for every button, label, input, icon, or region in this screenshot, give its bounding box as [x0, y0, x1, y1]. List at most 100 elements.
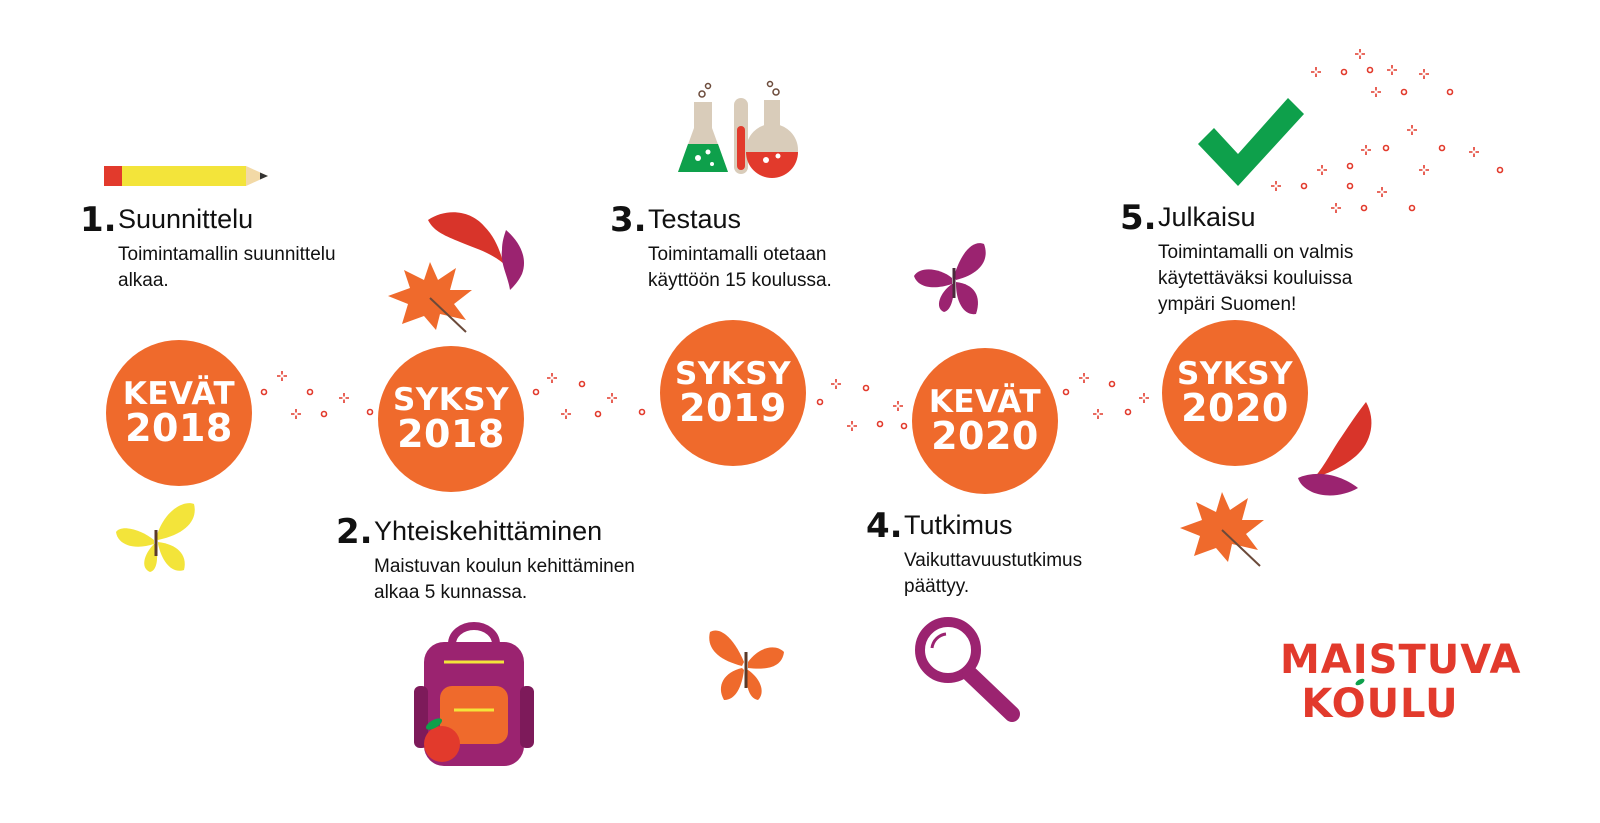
milestone-year: 2019 — [679, 385, 787, 430]
logo-line2: KOULU — [1301, 681, 1459, 727]
magnifier-icon — [915, 617, 1020, 722]
sparkle-mark — [1355, 49, 1365, 59]
sparkle-mark — [831, 379, 841, 389]
leaf-icon — [1298, 473, 1358, 496]
dot-mark — [366, 408, 374, 416]
sparkle-mark — [1139, 393, 1149, 403]
milestone-season: SYKSY — [1176, 356, 1294, 393]
milestone-circle: KEVÄT 2018 — [106, 340, 252, 486]
leaf-icon — [1180, 492, 1264, 567]
sparkle-mark — [847, 421, 857, 431]
dot-mark — [1346, 182, 1354, 190]
step-number: 4. — [866, 506, 903, 546]
step-title: Tutkimus — [904, 510, 1013, 540]
dot-mark — [1300, 182, 1308, 190]
dot-mark — [1340, 68, 1348, 76]
dot-mark — [320, 410, 328, 418]
sparkle-mark — [1311, 67, 1321, 77]
sparkle-mark — [561, 409, 571, 419]
dot-mark — [816, 398, 824, 406]
butterfly-icon — [914, 243, 986, 315]
step-number: 5. — [1120, 198, 1157, 238]
pencil-icon — [104, 166, 268, 186]
sparkle-mark — [1317, 165, 1327, 175]
logo-line1: MAISTUVA — [1280, 637, 1522, 683]
step-title: Julkaisu — [1158, 202, 1256, 232]
step-number: 1. — [80, 200, 117, 240]
dot-mark — [1382, 144, 1390, 152]
dot-mark — [1360, 204, 1368, 212]
leaf-icon — [428, 212, 504, 264]
sparkle-mark — [1271, 181, 1281, 191]
sparkle-mark — [291, 409, 301, 419]
step-number: 2. — [336, 512, 373, 552]
leaf-icon — [501, 230, 525, 290]
leaf-icon — [388, 262, 472, 333]
step-title: Testaus — [648, 204, 742, 234]
milestone-season: KEVÄT — [928, 384, 1042, 421]
milestone-season: SYKSY — [674, 356, 792, 393]
dot-mark — [1400, 88, 1408, 96]
sparkle-mark — [1371, 87, 1381, 97]
dot-mark — [1496, 166, 1504, 174]
step-description: Maistuvan koulun kehittäminen alkaa 5 ku… — [374, 556, 635, 603]
sparkle-mark — [1419, 165, 1429, 175]
sparkle-mark — [1093, 409, 1103, 419]
dot-mark — [578, 380, 586, 388]
sparkle-mark — [607, 393, 617, 403]
milestone-circle: SYKSY 2020 — [1162, 320, 1308, 466]
dot-mark — [1346, 162, 1354, 170]
dot-mark — [260, 388, 268, 396]
milestone-year: 2020 — [931, 413, 1039, 458]
step-description: Toimintamalli on valmis käytettäväksi ko… — [1158, 242, 1354, 315]
milestone-season: SYKSY — [392, 382, 510, 419]
dot-mark — [862, 384, 870, 392]
step-title: Yhteiskehittäminen — [374, 516, 603, 546]
dot-mark — [1062, 388, 1070, 396]
milestone-year: 2020 — [1181, 385, 1289, 430]
sparkle-mark — [1331, 203, 1341, 213]
dot-mark — [876, 420, 884, 428]
dot-mark — [1408, 204, 1416, 212]
butterfly-icon — [709, 630, 784, 700]
sparkle-mark — [1361, 145, 1371, 155]
sparkle-mark — [893, 401, 903, 411]
sparkle-mark — [547, 373, 557, 383]
milestone-circle: SYKSY 2019 — [660, 320, 806, 466]
milestone-circle: KEVÄT 2020 — [912, 348, 1058, 494]
dot-mark — [638, 408, 646, 416]
milestone-circle: SYKSY 2018 — [378, 346, 524, 492]
milestone-year: 2018 — [397, 411, 505, 456]
sparkle-mark — [1079, 373, 1089, 383]
butterfly-icon — [116, 503, 195, 572]
dot-mark — [1108, 380, 1116, 388]
sparkle-mark — [1419, 69, 1429, 79]
dot-mark — [1124, 408, 1132, 416]
dot-mark — [532, 388, 540, 396]
step-description: Toimintamallin suunnittelu alkaa. — [118, 244, 336, 291]
sparkle-mark — [1469, 147, 1479, 157]
dot-mark — [594, 410, 602, 418]
apple-icon — [1355, 678, 1365, 686]
step-title: Suunnittelu — [118, 204, 254, 234]
dot-mark — [1438, 144, 1446, 152]
milestone-year: 2018 — [125, 405, 233, 450]
sparkle-mark — [1407, 125, 1417, 135]
sparkle-mark — [1377, 187, 1387, 197]
dot-mark — [900, 422, 908, 430]
leaf-icon — [1314, 402, 1372, 478]
dot-mark — [1446, 88, 1454, 96]
milestone-season: KEVÄT — [122, 376, 236, 413]
dot-mark — [306, 388, 314, 396]
dot-mark — [1366, 66, 1374, 74]
backpack-icon — [414, 622, 534, 766]
maistuva-koulu-logo: MAISTUVA KOULU — [1280, 637, 1522, 727]
step-description: Toimintamalli otetaan käyttöön 15 koulus… — [648, 244, 832, 291]
lab-flasks-icon — [678, 80, 798, 178]
step-description: Vaikuttavuustutkimus päättyy. — [904, 550, 1083, 597]
checkmark-icon — [1198, 98, 1304, 186]
step-number: 3. — [610, 200, 647, 240]
sparkle-mark — [1387, 65, 1397, 75]
sparkle-mark — [339, 393, 349, 403]
